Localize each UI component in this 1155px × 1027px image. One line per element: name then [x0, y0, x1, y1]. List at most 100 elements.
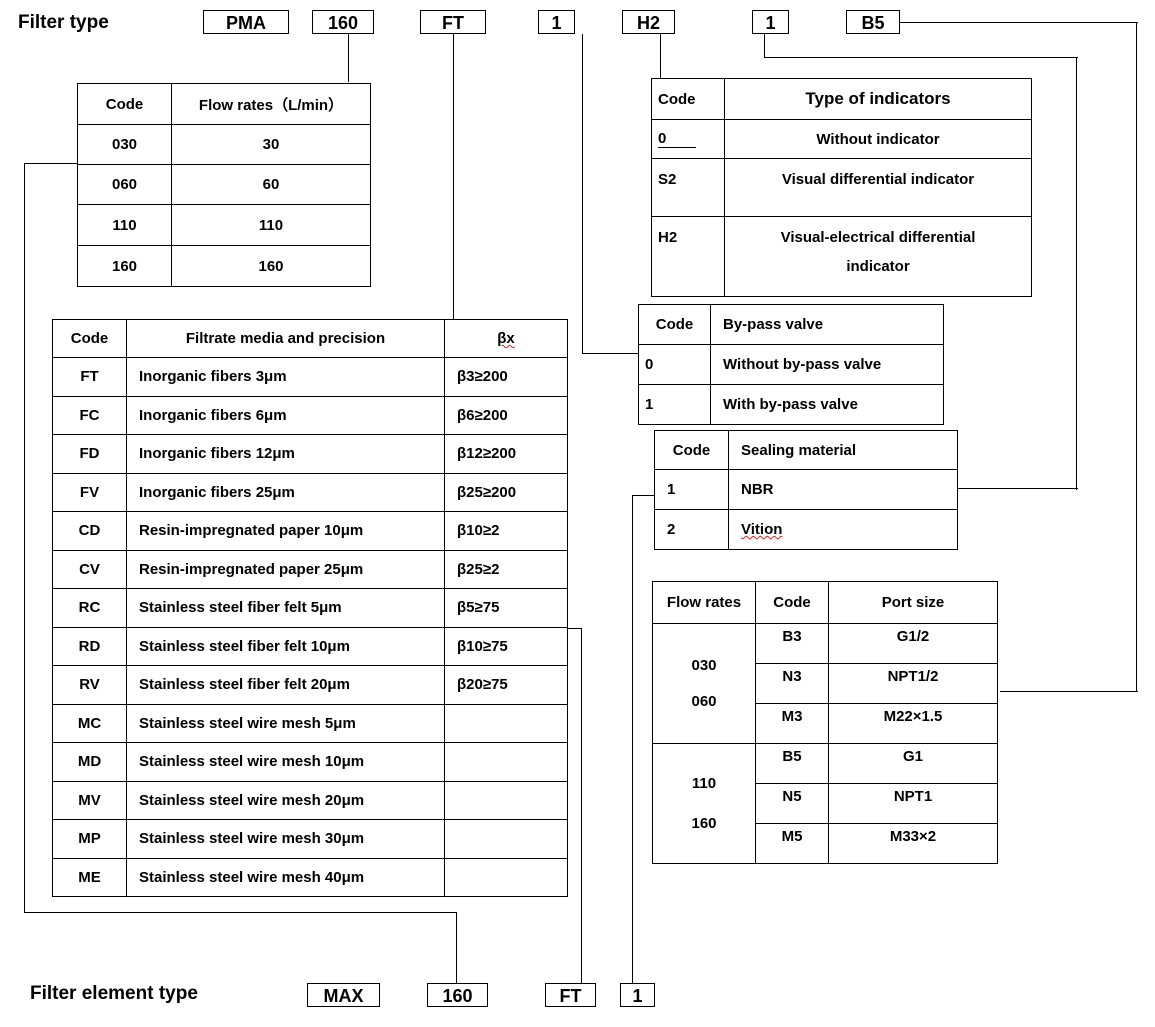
port-code-cell: N5 [755, 783, 829, 824]
port-size-cell: NPT1/2 [828, 663, 998, 704]
table-row: 2 Vition [654, 509, 958, 550]
media-code-cell: RC [52, 588, 127, 628]
flow-code-cell: 060 [77, 164, 172, 205]
media-precision-cell: Resin-impregnated paper 25μm [126, 549, 445, 589]
media-beta-cell: β6≥200 [444, 395, 568, 435]
code-box-flow: 160 [312, 10, 374, 34]
code-box-indicator: H2 [622, 10, 675, 34]
media-code-cell: MD [52, 742, 127, 782]
table-row: 0 Without by-pass valve [638, 344, 944, 385]
table-row: M3 M22×1.5 [653, 703, 998, 744]
indicator-code-cell: 0 [658, 130, 696, 148]
port-size-cell: NPT1 [828, 783, 998, 824]
seal-material-cell: NBR [728, 469, 958, 510]
bypass-valve-cell: With by-pass valve [710, 384, 944, 425]
flow-rate-cell: 160 [171, 245, 371, 287]
media-precision-cell: Resin-impregnated paper 10μm [126, 511, 445, 551]
port-header-code: Code [755, 581, 829, 624]
media-beta-cell: β5≥75 [444, 588, 568, 628]
media-header-beta: βx [497, 330, 515, 347]
media-precision-cell: Stainless steel fiber felt 5μm [126, 588, 445, 628]
bypass-valve-table: Code By-pass valve 0 Without by-pass val… [638, 304, 944, 425]
indicator-type-cell: Without indicator [724, 119, 1032, 159]
media-code-cell: RD [52, 626, 127, 666]
flow-rate-cell: 30 [171, 124, 371, 165]
seal-header-material: Sealing material [728, 430, 958, 470]
element-code-box-seal: 1 [620, 983, 655, 1007]
media-precision-cell: Stainless steel wire mesh 10μm [126, 742, 445, 782]
port-flow-cell: 030 [691, 656, 717, 674]
media-beta-cell: β20≥75 [444, 665, 568, 705]
bypass-header-code: Code [638, 304, 711, 345]
indicator-type-cell: Visual differential indicator [724, 158, 1032, 217]
flow-code-cell: 110 [77, 204, 172, 246]
table-row: S2 Visual differential indicator [651, 158, 1032, 217]
port-header-size: Port size [828, 581, 998, 624]
media-beta-cell [444, 780, 568, 820]
indicator-header-type: Type of indicators [724, 78, 1032, 120]
table-row: N5 NPT1 [653, 783, 998, 824]
indicator-type-cell-line1: Visual-electrical differential [780, 229, 976, 246]
table-row: 0 Without indicator [651, 119, 1032, 159]
port-flow-cell: 060 [691, 692, 717, 710]
port-code-cell: B5 [755, 743, 829, 784]
port-size-cell: G1/2 [828, 623, 998, 664]
media-precision-cell: Inorganic fibers 6μm [126, 395, 445, 435]
code-box-media: FT [420, 10, 486, 34]
element-code-box-flow: 160 [427, 983, 488, 1007]
media-beta-cell [444, 703, 568, 743]
table-row: 160 160 [77, 245, 371, 287]
media-precision-cell: Inorganic fibers 12μm [126, 434, 445, 474]
flow-rate-cell: 60 [171, 164, 371, 205]
media-beta-cell [444, 857, 568, 897]
bypass-code-cell: 1 [638, 384, 711, 425]
element-code-box-media: FT [545, 983, 596, 1007]
table-row: 110 110 [77, 204, 371, 246]
media-code-cell: FC [52, 395, 127, 435]
code-box-seal: 1 [752, 10, 789, 34]
media-beta-cell: β25≥2 [444, 549, 568, 589]
port-size-table: Flow rates Code Port size 030 060 B3 G1/… [652, 581, 998, 864]
media-beta-cell: β10≥75 [444, 626, 568, 666]
port-code-cell: M5 [755, 823, 829, 864]
flow-table-header-code: Code [77, 83, 172, 125]
media-code-cell: CD [52, 511, 127, 551]
media-precision-cell: Stainless steel wire mesh 40μm [126, 857, 445, 897]
code-box-port: B5 [846, 10, 900, 34]
port-flow-cell: 160 [691, 814, 717, 832]
table-row: 1 With by-pass valve [638, 384, 944, 425]
table-row: 110 160 B5 G1 [652, 743, 998, 864]
element-code-box-series: MAX [307, 983, 380, 1007]
media-code-cell: FT [52, 357, 127, 397]
media-precision-cell: Stainless steel fiber felt 20μm [126, 665, 445, 705]
indicator-type-cell-line2: indicator [846, 258, 910, 275]
media-code-cell: MV [52, 780, 127, 820]
filter-type-title: Filter type [18, 12, 109, 33]
media-code-cell: MC [52, 703, 127, 743]
media-code-cell: ME [52, 857, 127, 897]
media-precision-cell: Stainless steel wire mesh 30μm [126, 819, 445, 859]
media-precision-cell: Inorganic fibers 3μm [126, 357, 445, 397]
media-code-cell: MP [52, 819, 127, 859]
filter-element-type-title: Filter element type [30, 983, 198, 1004]
port-code-cell: M3 [755, 703, 829, 744]
port-code-cell: N3 [755, 663, 829, 704]
seal-code-cell: 2 [654, 509, 729, 550]
flow-table-header-rates: Flow rates（L/min） [171, 83, 371, 125]
port-flow-cell: 110 [691, 774, 717, 792]
port-size-cell: M22×1.5 [828, 703, 998, 744]
media-code-cell: FD [52, 434, 127, 474]
media-beta-cell: β25≥200 [444, 472, 568, 512]
media-code-cell: CV [52, 549, 127, 589]
port-code-cell: B3 [755, 623, 829, 664]
